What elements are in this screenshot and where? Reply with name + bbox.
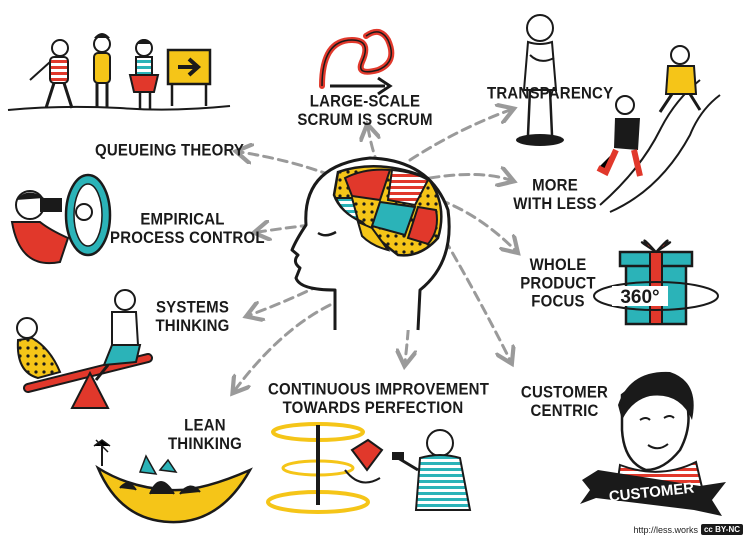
arrow-to-systems [250, 283, 322, 315]
arrow-to-lean [235, 303, 332, 390]
label-queueing: QUEUEING THEORY [95, 141, 245, 160]
arrow-to-queueing [240, 152, 332, 177]
mirror-binoculars-icon [10, 173, 112, 265]
boat-rocks-icon [93, 439, 253, 524]
credit-url[interactable]: http://less.works [633, 524, 698, 535]
seesaw-icon [16, 289, 153, 409]
cc-license-badge: cc BY-NC [700, 524, 743, 535]
gift-360-label: 360° [620, 287, 659, 308]
running-people-icon [596, 45, 721, 213]
label-transparency: TRANSPARENCY [487, 84, 614, 103]
naked-person-icon [516, 14, 564, 146]
hammer-gem-icon [266, 422, 472, 514]
license-credit: http://less.works cc BY-NC [633, 524, 743, 535]
customer-face-icon: CUSTOMER [580, 371, 726, 516]
arrow-to-customer-centric [443, 238, 510, 360]
arrow-to-whole-product [438, 198, 515, 250]
people-queue-sign-icon [7, 33, 231, 111]
gift-box-360-icon: 360° [593, 239, 719, 326]
looping-arrow-icon [319, 28, 395, 96]
license-text: BY-NC [715, 525, 740, 534]
head-with-brain-icon [290, 156, 451, 331]
cc-icon: cc [703, 525, 713, 534]
arrow-to-more-with-less [428, 174, 510, 180]
